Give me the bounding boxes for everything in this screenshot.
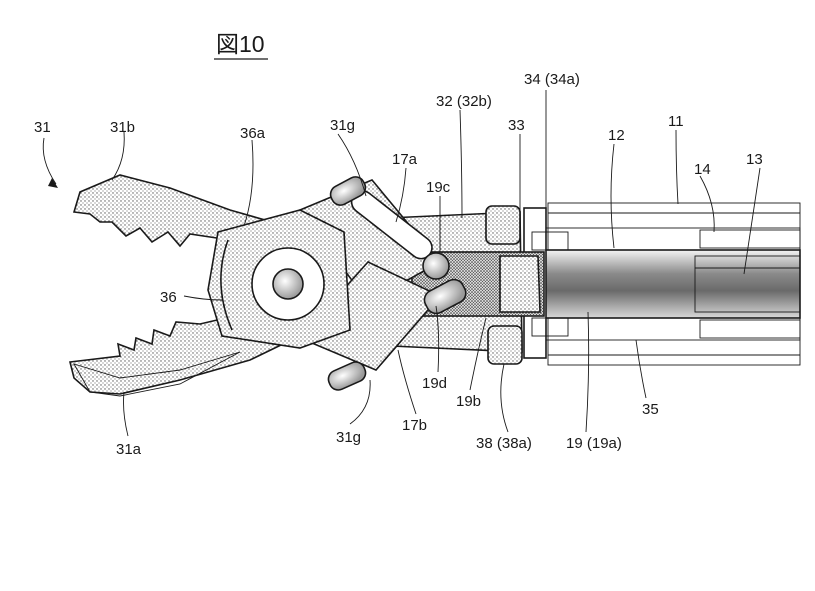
pin-19c — [423, 253, 449, 279]
leader-31a — [124, 392, 129, 436]
label-36: 36 — [160, 289, 177, 306]
leader-19 — [586, 312, 589, 432]
leader-32 — [460, 110, 462, 218]
figure-title-text: 図10 — [216, 31, 265, 57]
drive-rod-19 — [545, 250, 800, 318]
label-13: 13 — [746, 151, 763, 168]
label-17b: 17b — [402, 417, 427, 434]
label-34: 34 (34a) — [524, 71, 580, 88]
leader-36a — [244, 140, 253, 226]
pin-31g-bottom — [326, 359, 369, 393]
label-12: 12 — [608, 127, 625, 144]
label-31: 31 — [34, 119, 51, 136]
leader-17b — [398, 350, 416, 414]
label-31a: 31a — [116, 441, 142, 458]
sheath-assembly — [524, 203, 800, 365]
leader-14 — [700, 176, 714, 232]
leader-31 — [43, 138, 56, 184]
label-11: 11 — [668, 113, 684, 130]
pivot-pin — [273, 269, 303, 299]
tube-12-bottom — [540, 318, 800, 340]
coil-14-bottom — [700, 320, 800, 338]
label-19d: 19d — [422, 375, 447, 392]
label-36a: 36a — [240, 125, 266, 142]
nut-33-top — [486, 206, 520, 244]
figure-title: 図10 — [214, 31, 268, 59]
pivot-assembly — [208, 210, 350, 348]
label-19b: 19b — [456, 393, 481, 410]
leader-31b — [112, 132, 124, 180]
label-32: 32 (32b) — [436, 93, 492, 110]
label-19: 19 (19a) — [566, 435, 622, 452]
leader-38 — [501, 364, 508, 432]
label-31g-bottom: 31g — [336, 429, 361, 446]
leader-31g-bottom — [350, 380, 370, 424]
leader-11 — [676, 130, 678, 204]
label-17a: 17a — [392, 151, 418, 168]
label-19c: 19c — [426, 179, 451, 196]
label-33: 33 — [508, 117, 525, 134]
leader-12 — [611, 144, 614, 248]
label-14: 14 — [694, 161, 711, 178]
label-35: 35 — [642, 401, 659, 418]
label-31b: 31b — [110, 119, 135, 136]
link-head — [500, 256, 540, 312]
leader-35 — [636, 340, 646, 398]
label-31g-top: 31g — [330, 117, 355, 134]
label-38: 38 (38a) — [476, 435, 532, 452]
nut-38 — [488, 326, 522, 364]
tube-12-top — [540, 228, 800, 250]
